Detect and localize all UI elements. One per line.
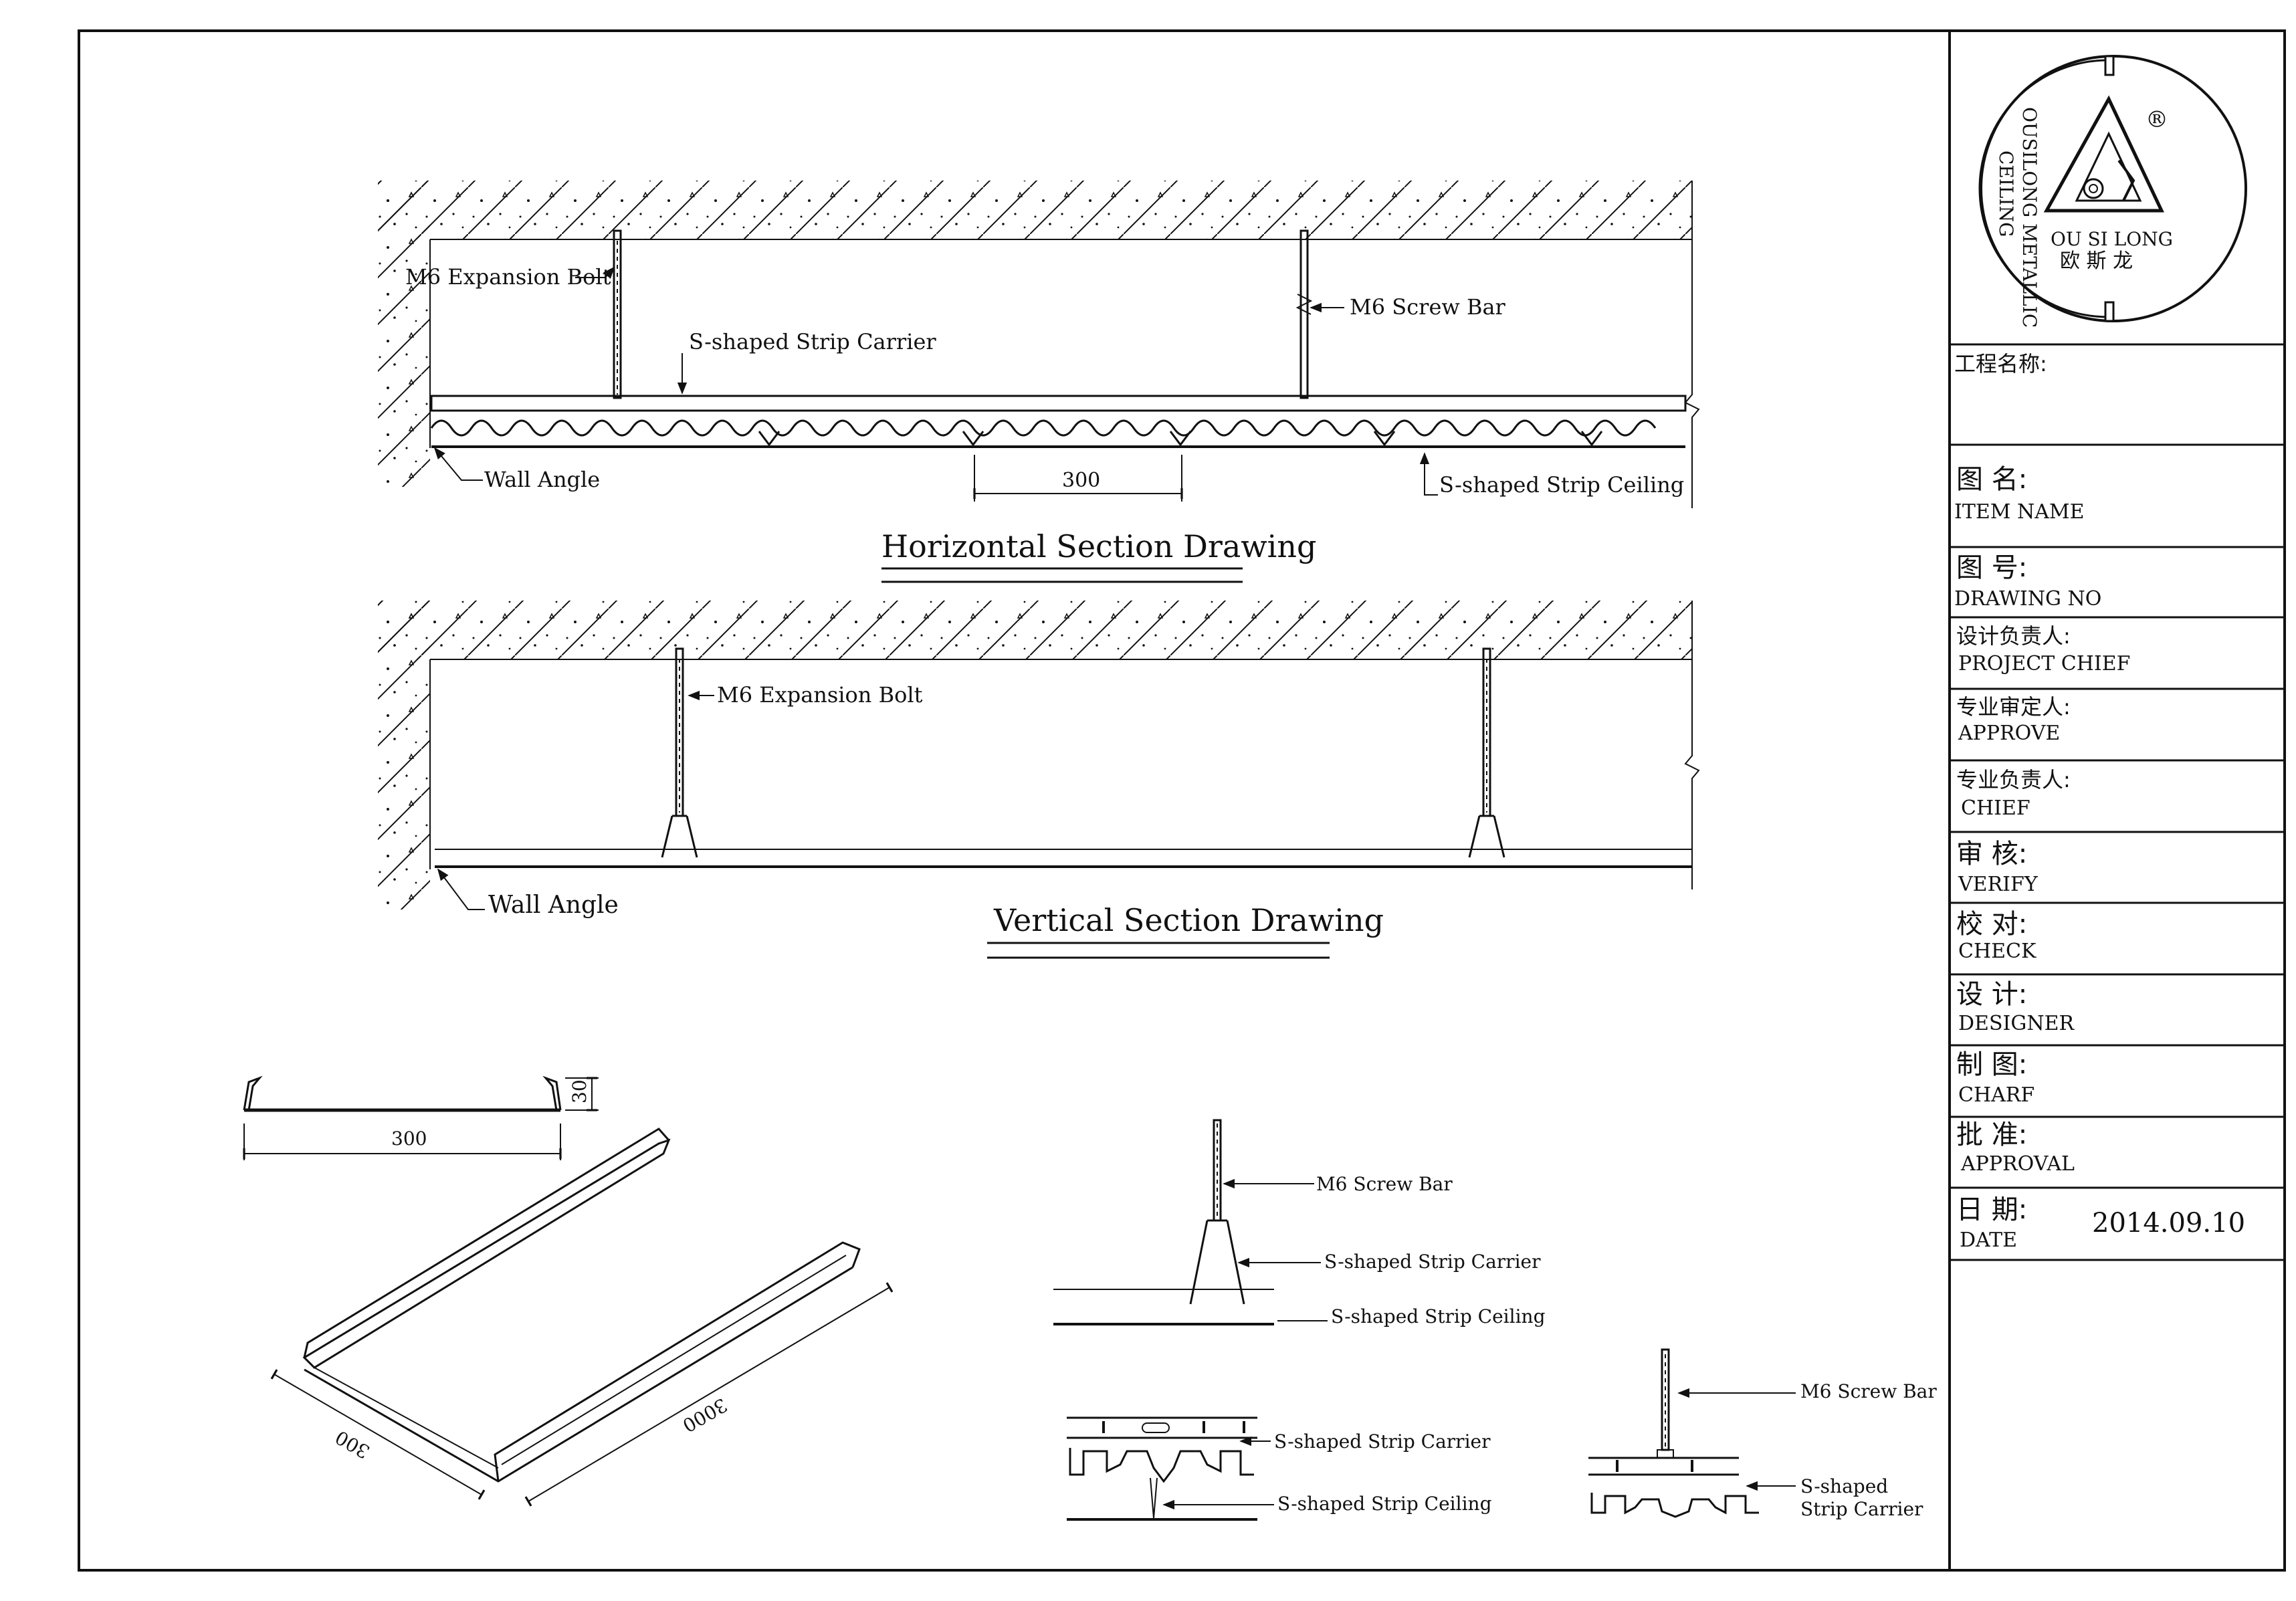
iso-length-dimension: 3000 [679, 1394, 731, 1436]
vertical-section-title: Vertical Section Drawing [993, 902, 1384, 938]
charf-cn: 制 图: [1956, 1049, 2027, 1080]
horizontal-section-title: Horizontal Section Drawing [881, 528, 1316, 564]
b-strip-carrier-label: S-shaped Strip Carrier [1274, 1430, 1491, 1453]
verify-en: VERIFY [1958, 873, 2039, 896]
chief-cn: 专业负责人: [1956, 767, 2071, 792]
horizontal-section: M6 Expansion Bolt M6 Screw Bar S-shaped … [378, 181, 1700, 583]
h-strip-carrier-label: S-shaped Strip Carrier [689, 329, 936, 354]
v-wall-angle-label: Wall Angle [488, 891, 619, 919]
date-cn: 日 期: [1956, 1194, 2027, 1225]
detail-strip-section: S-shaped Strip Carrier S-shaped Strip Ce… [1067, 1416, 1492, 1521]
profile-width-dimension: 300 [391, 1128, 427, 1150]
project-chief-cn: 设计负责人: [1956, 623, 2071, 649]
approval-cn: 批 准: [1956, 1119, 2027, 1150]
h-screw-bar-label: M6 Screw Bar [1350, 294, 1506, 320]
project-name-label: 工程名称: [1954, 351, 2047, 377]
logo-brand-cn: 欧 斯 龙 [2060, 249, 2133, 273]
verify-cn: 审 核: [1956, 839, 2027, 869]
designer-en: DESIGNER [1958, 1012, 2075, 1035]
date-en: DATE [1960, 1229, 2017, 1252]
a-screw-bar-label: M6 Screw Bar [1316, 1173, 1453, 1195]
h-expansion-bolt-label: M6 Expansion Bolt [405, 264, 611, 290]
logo-brand-latin: OU SI LONG [2051, 228, 2173, 250]
title-block: ® OUSILONG METALLIC CEILING OU SI LONG 欧… [1950, 55, 2285, 1261]
designer-cn: 设 计: [1956, 979, 2027, 1010]
profile-detail: 300 30 300 3000 [243, 1075, 894, 1507]
item-name-cn: 图 名: [1956, 464, 2027, 495]
a-strip-ceiling-label: S-shaped Strip Ceiling [1331, 1305, 1546, 1327]
approve-en: APPROVE [1958, 722, 2060, 745]
h-spacing-dimension: 300 [1062, 469, 1100, 492]
logo-arc-text-line2: CEILING [1995, 150, 2017, 237]
drawing-no-en: DRAWING NO [1954, 587, 2101, 611]
h-wall-angle-label: Wall Angle [484, 467, 600, 492]
check-en: CHECK [1958, 940, 2037, 963]
drawing-no-cn: 图 号: [1956, 552, 2027, 583]
detail-hanger: M6 Screw Bar S-shaped Strip Carrier S-sh… [1053, 1119, 1546, 1327]
project-chief-en: PROJECT CHIEF [1958, 652, 2130, 675]
b-strip-ceiling-label: S-shaped Strip Ceiling [1277, 1493, 1492, 1515]
a-strip-carrier-label: S-shaped Strip Carrier [1324, 1251, 1541, 1273]
profile-height-dimension: 30 [568, 1079, 591, 1103]
c-strip-carrier-label-line2: Strip Carrier [1800, 1498, 1923, 1520]
logo-arc-text-line1: OUSILONG METALLIC [2018, 107, 2041, 328]
v-expansion-bolt-label: M6 Expansion Bolt [717, 682, 923, 708]
logo-triangle-icon [2043, 95, 2164, 213]
iso-width-dimension: 300 [332, 1426, 374, 1463]
company-logo: ® OUSILONG METALLIC CEILING OU SI LONG 欧… [1978, 55, 2247, 328]
charf-en: CHARF [1958, 1083, 2034, 1107]
vertical-section: M6 Expansion Bolt Wall Angle Vertical Se… [378, 601, 1700, 959]
check-cn: 校 对: [1956, 909, 2027, 940]
drawing-frame [78, 29, 2286, 1572]
chief-en: CHIEF [1961, 796, 2030, 820]
h-strip-ceiling-label: S-shaped Strip Ceiling [1439, 472, 1684, 498]
item-name-en: ITEM NAME [1954, 500, 2085, 524]
logo-registered-mark: ® [2146, 106, 2168, 133]
approval-en: APPROVAL [1960, 1152, 2075, 1176]
c-strip-carrier-label-line1: S-shaped [1800, 1475, 1888, 1497]
detail-screw-carrier: M6 Screw Bar S-shaped Strip Carrier [1588, 1348, 1937, 1520]
c-screw-bar-label: M6 Screw Bar [1800, 1380, 1937, 1402]
approve-cn: 专业审定人: [1956, 694, 2071, 720]
date-value: 2014.09.10 [2092, 1208, 2245, 1239]
